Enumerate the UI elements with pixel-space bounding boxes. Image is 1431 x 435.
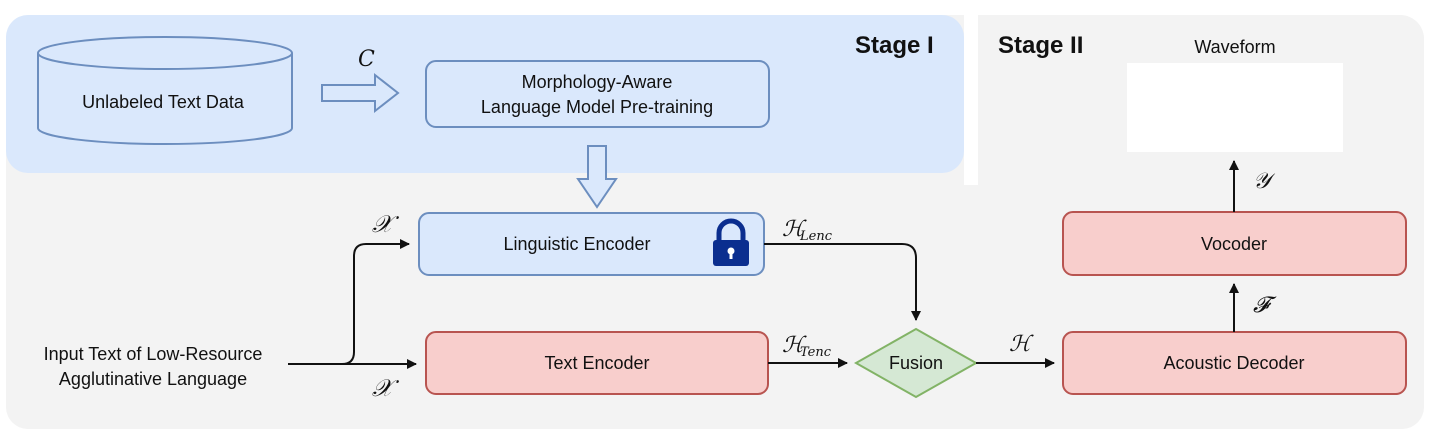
waveform-icon <box>1141 77 1331 131</box>
waveform-label: Waveform <box>1194 37 1275 57</box>
vocoder-label: Vocoder <box>1201 234 1267 254</box>
stage2-panel-joint <box>978 150 1018 210</box>
lock-icon <box>713 218 749 266</box>
h-tenc-symbol: ℋ Tenc <box>782 333 832 360</box>
stage2-label: Stage II <box>998 32 1083 59</box>
h-symbol: ℋ <box>1009 332 1034 357</box>
pretraining-label-line2: Language Model Pre-training <box>481 97 713 117</box>
h-lenc-symbol: ℋ Lenc <box>782 217 833 244</box>
acoustic-decoder-label: Acoustic Decoder <box>1163 353 1304 373</box>
h-tenc-sub: Tenc <box>800 345 832 360</box>
hollow-arrow-down-icon <box>576 145 618 209</box>
fusion-diamond <box>853 327 979 399</box>
pretraining-box <box>425 60 770 128</box>
database-cylinder-icon <box>37 36 293 145</box>
text-encoder-label: Text Encoder <box>544 353 649 373</box>
input-text-line1: Input Text of Low-Resource <box>44 344 263 364</box>
linguistic-encoder-label: Linguistic Encoder <box>503 234 650 254</box>
h-lenc-sub: Lenc <box>799 229 833 244</box>
input-text-line2: Agglutinative Language <box>59 369 247 389</box>
fusion-label: Fusion <box>889 353 943 373</box>
stage1-panel-gap-fill <box>964 15 978 185</box>
h-tenc-main: ℋ <box>782 333 807 358</box>
corpus-symbol: C <box>358 47 375 72</box>
hollow-arrow-right-icon <box>321 72 400 114</box>
input-branch-line <box>341 239 410 365</box>
stage1-label: Stage I <box>855 32 934 59</box>
h-lenc-main: ℋ <box>782 217 807 242</box>
pretraining-label-line1: Morphology-Aware <box>522 72 673 92</box>
lenc-to-fusion-line <box>764 243 921 321</box>
unlabeled-text-data-label: Unlabeled Text Data <box>82 92 245 112</box>
